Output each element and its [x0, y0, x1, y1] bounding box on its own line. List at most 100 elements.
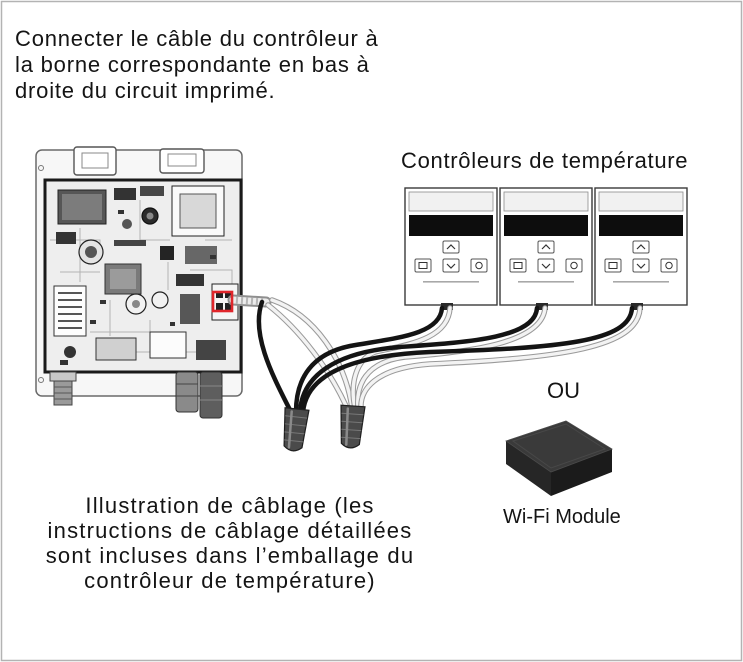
pcb-trace [190, 269, 233, 284]
wire-nut-ridges [284, 415, 308, 443]
transformer-core [179, 193, 217, 229]
wifi-module-top-face [505, 420, 613, 473]
controller-top-panel [503, 191, 589, 212]
caption-line: instructions de câblage détaillées [47, 518, 413, 543]
instruction-line: droite du circuit imprimé. [15, 78, 276, 103]
temperature-controller [499, 187, 593, 310]
or-label: OU [547, 378, 580, 403]
mode-icon [513, 262, 523, 269]
power-icon [475, 261, 483, 270]
power-icon [665, 261, 673, 270]
chevron-down-icon [636, 263, 646, 269]
up-button [632, 240, 650, 254]
pcb-component [100, 300, 106, 304]
black-wire [297, 305, 540, 415]
wire-nut-right [340, 404, 366, 449]
pcb-component [56, 232, 76, 244]
white-wire [270, 298, 354, 410]
power-button [470, 258, 488, 273]
heat-sink-fin [58, 299, 82, 301]
terminal-pin [225, 303, 232, 310]
wifi-module [505, 420, 613, 496]
mode-icon [418, 262, 428, 269]
cable-grommet [441, 303, 453, 310]
wifi-module-label: Wi-Fi Module [503, 506, 621, 528]
pcb-component [118, 210, 124, 214]
bracket-lug-left-inner [81, 152, 109, 169]
temperature-controller [594, 187, 688, 310]
pcb-component [114, 188, 136, 200]
up-button [442, 240, 460, 254]
bracket-lug-right-inner [167, 153, 197, 167]
relay [149, 331, 187, 359]
bottom-connector-ring [176, 383, 198, 397]
down-button [632, 258, 650, 273]
controllers-label: Contrôleurs de température [401, 148, 689, 173]
caption-line: contrôleur de température) [84, 568, 376, 593]
power-button [565, 258, 583, 273]
pcb-component [90, 320, 96, 324]
mounting-hole [38, 377, 44, 383]
controller-top-panel [408, 191, 494, 212]
white-wire [266, 303, 349, 410]
heat-sink-fin [58, 292, 82, 294]
pcb-component [140, 186, 164, 196]
bracket-lug-left [73, 146, 117, 176]
power-button [660, 258, 678, 273]
controller-display [504, 215, 588, 236]
controller-display [409, 215, 493, 236]
chevron-up-icon [636, 244, 646, 250]
mode-button [414, 258, 432, 273]
white-wire [356, 306, 547, 410]
controller-display [599, 215, 683, 236]
pcb-component [180, 294, 200, 324]
pcb-component [185, 246, 217, 264]
temperature-controller [404, 187, 498, 310]
chevron-up-icon [541, 244, 551, 250]
controller-fine-print [423, 281, 479, 283]
wire-nut-ridges [341, 412, 364, 440]
heat-sink-fin [58, 320, 82, 322]
black-wire [256, 299, 294, 415]
wire-nut-left [283, 407, 310, 452]
mode-button [509, 258, 527, 273]
relay [95, 337, 137, 361]
black-wire [300, 305, 635, 415]
pcb-component [170, 322, 175, 326]
pcb-component [110, 269, 136, 289]
instruction-text: Connecter le câble du contrôleur à la bo… [15, 26, 379, 104]
mounting-hole [38, 165, 44, 171]
power-icon [570, 261, 578, 270]
terminal-highlight [211, 290, 234, 313]
wiring [256, 297, 643, 415]
pcb-component [210, 255, 216, 259]
controller-fine-print [518, 281, 574, 283]
pcb-component [64, 346, 76, 358]
pcb-component [176, 274, 204, 286]
mode-icon [608, 262, 618, 269]
instruction-line: la borne correspondante en bas à [15, 52, 370, 77]
chevron-down-icon [446, 263, 456, 269]
black-wire [293, 305, 445, 415]
bottom-connector [199, 371, 223, 419]
pcb-component [85, 246, 97, 258]
bottom-connector [175, 371, 199, 413]
bottom-connector-thread-lines [54, 386, 72, 400]
wifi-module-left-face [506, 441, 551, 496]
pcb-component [114, 240, 146, 246]
terminal-pin [225, 291, 232, 298]
controller-fine-print [613, 281, 669, 283]
circuit-board [35, 146, 243, 419]
wire-nut-highlight [345, 407, 350, 446]
wiring-caption: Illustration de câblage (les instruction… [20, 493, 440, 593]
pcb-component [196, 340, 226, 360]
terminal-pin [216, 303, 223, 310]
bottom-connector-ring [200, 385, 222, 401]
instruction-line: Connecter le câble du contrôleur à [15, 26, 379, 51]
caption-line: Illustration de câblage (les [85, 493, 375, 518]
pcb-component [60, 360, 68, 365]
temperature-controllers [404, 187, 688, 310]
mode-button [604, 258, 622, 273]
caption-line: sont incluses dans l’emballage du [45, 543, 415, 568]
